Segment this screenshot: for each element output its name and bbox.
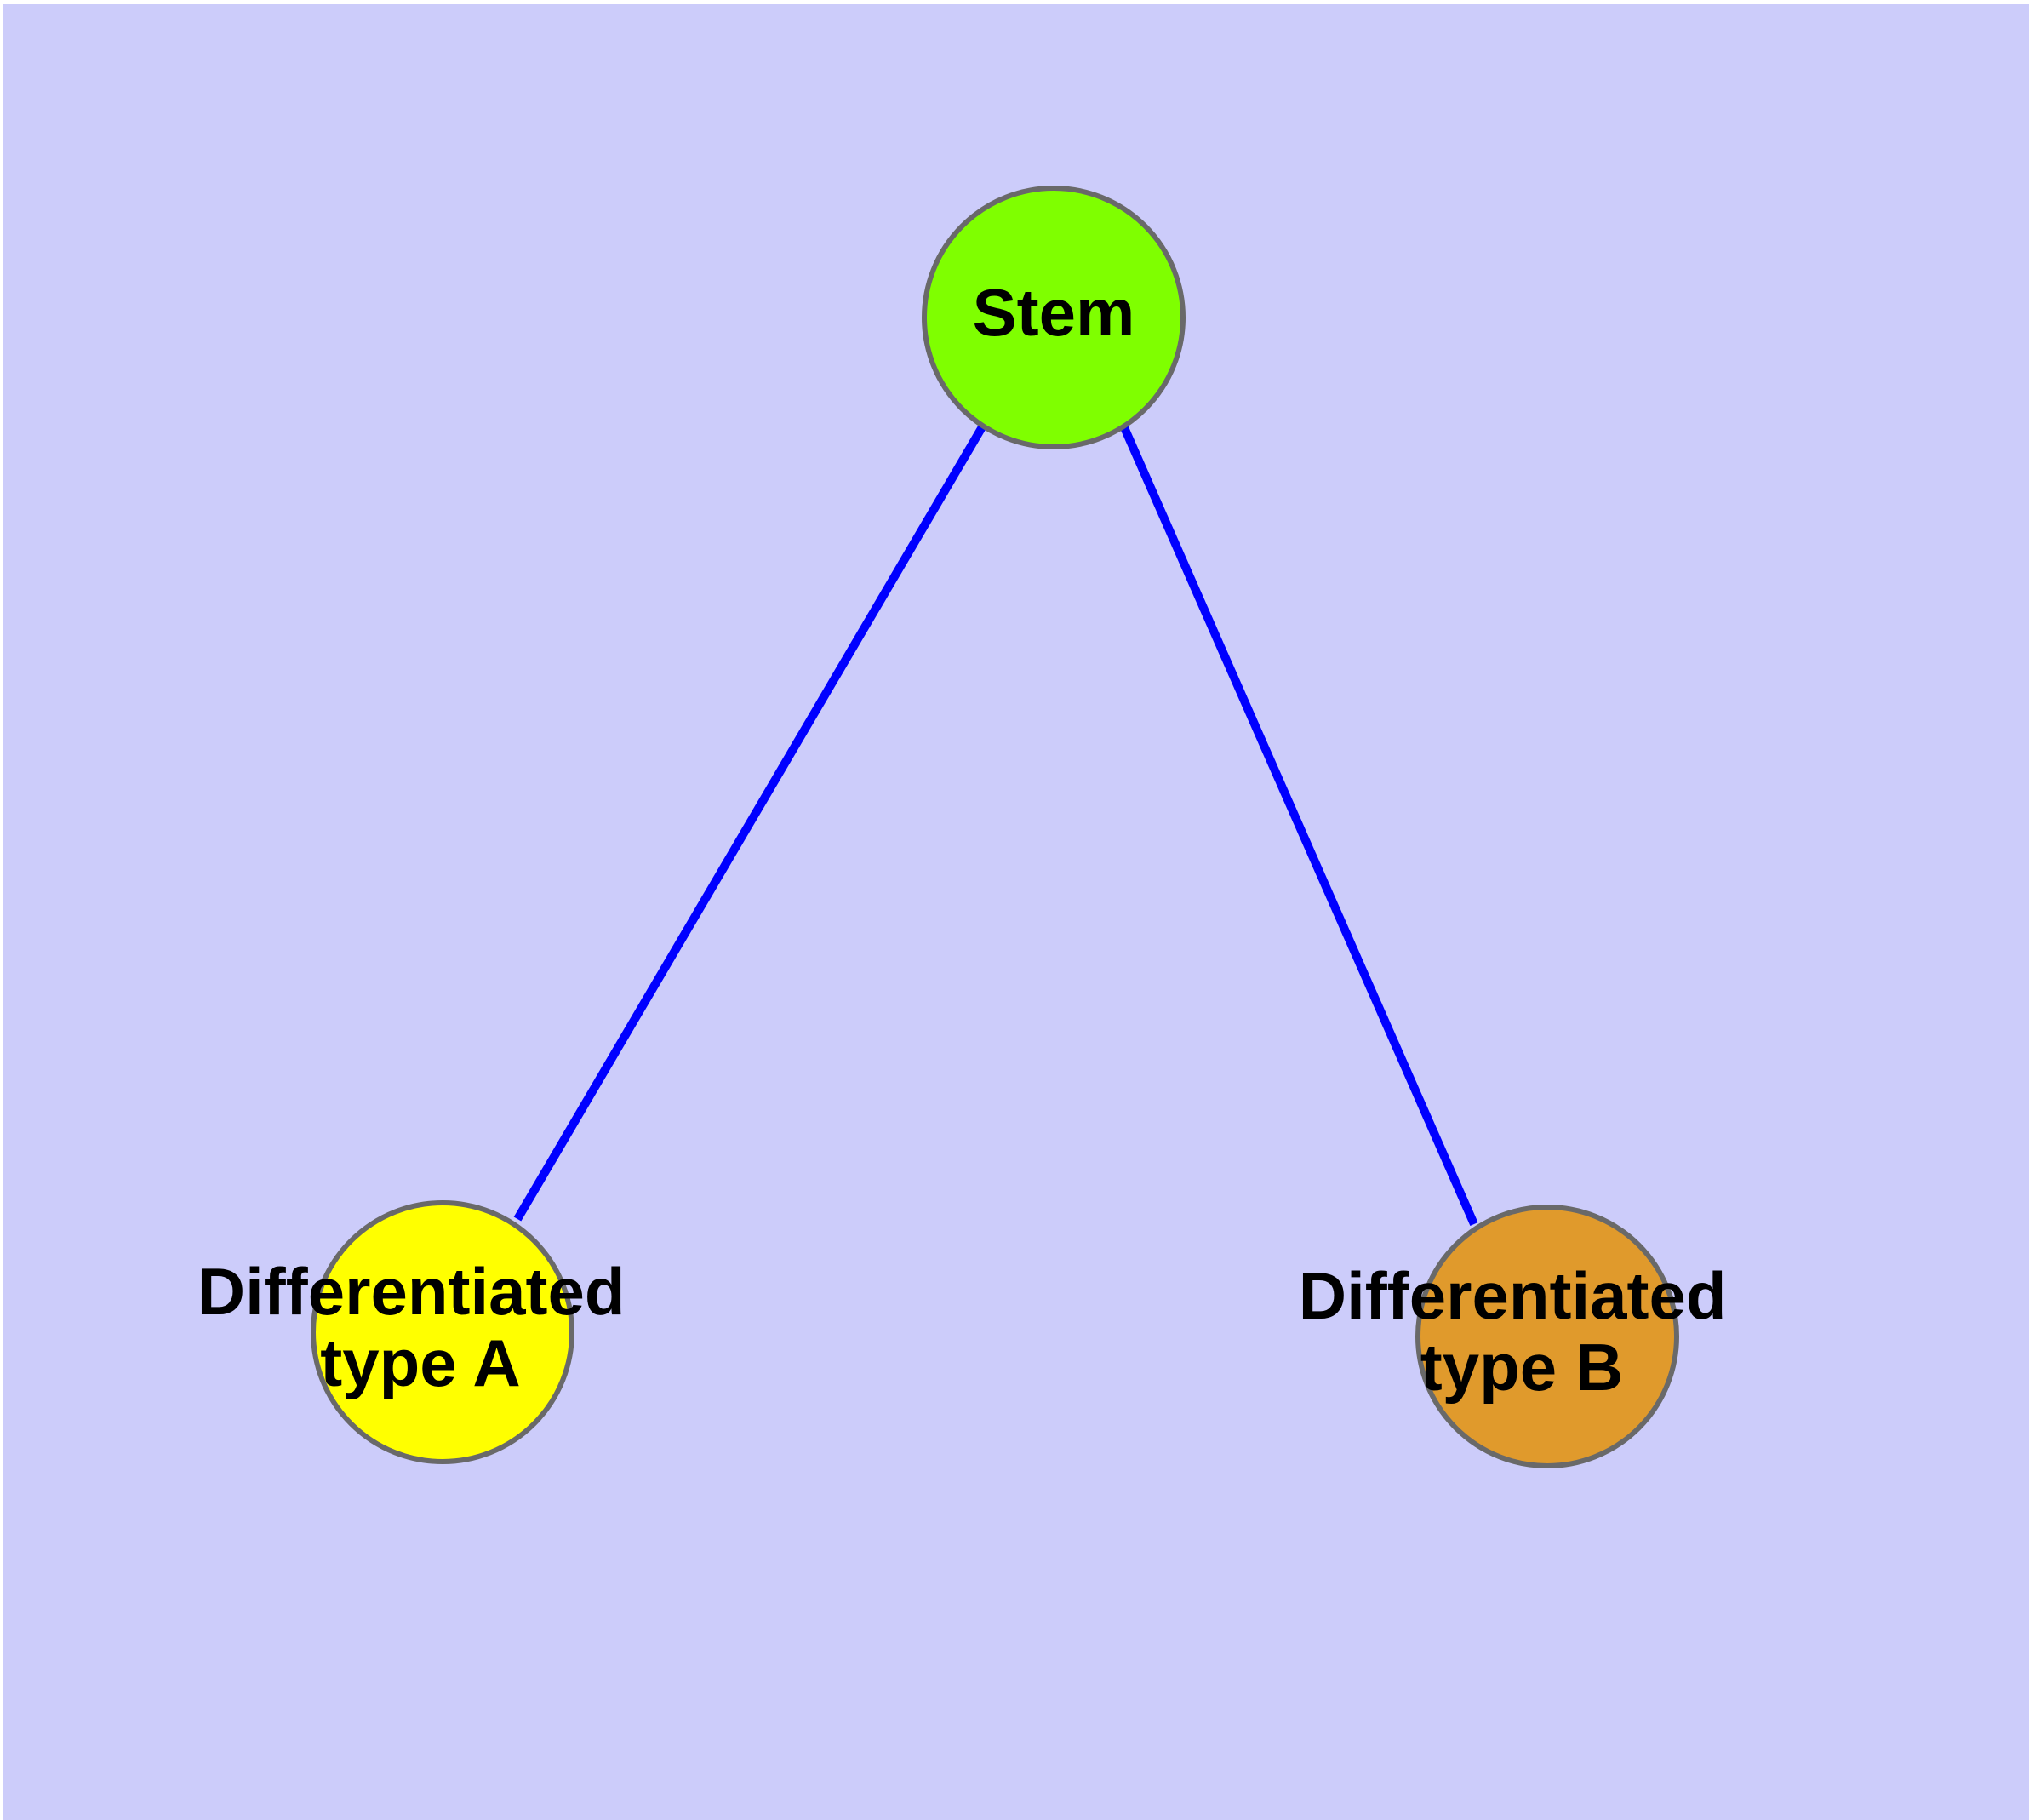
node-label-diff-type-b-line-1: Differentiated (1299, 1258, 1727, 1333)
node-diff-type-b[interactable] (1415, 1205, 1679, 1468)
node-label-diff-type-a-line-2: type A (320, 1325, 521, 1400)
node-label-stem: Stem (973, 275, 1135, 350)
node-label-diff-type-a-line-1: Differentiated (197, 1254, 626, 1329)
node-labels-group: Stem Differentiated type A Differentiate… (197, 275, 1745, 1405)
node-label-diff-type-a: Differentiated type A (197, 1254, 643, 1400)
node-diff-type-a[interactable] (311, 1200, 574, 1464)
node-label-diff-type-b: Differentiated type B (1299, 1258, 1745, 1405)
node-label-diff-type-b-line-2: type B (1420, 1330, 1623, 1405)
edge-stem-to-type-b[interactable] (1119, 423, 1478, 1227)
edges-group (513, 423, 1478, 1227)
node-stem[interactable] (922, 186, 1186, 449)
node-label-stem-line-1: Stem (973, 275, 1135, 350)
nodes-group (311, 186, 1679, 1468)
edge-stem-to-type-a[interactable] (513, 423, 987, 1222)
